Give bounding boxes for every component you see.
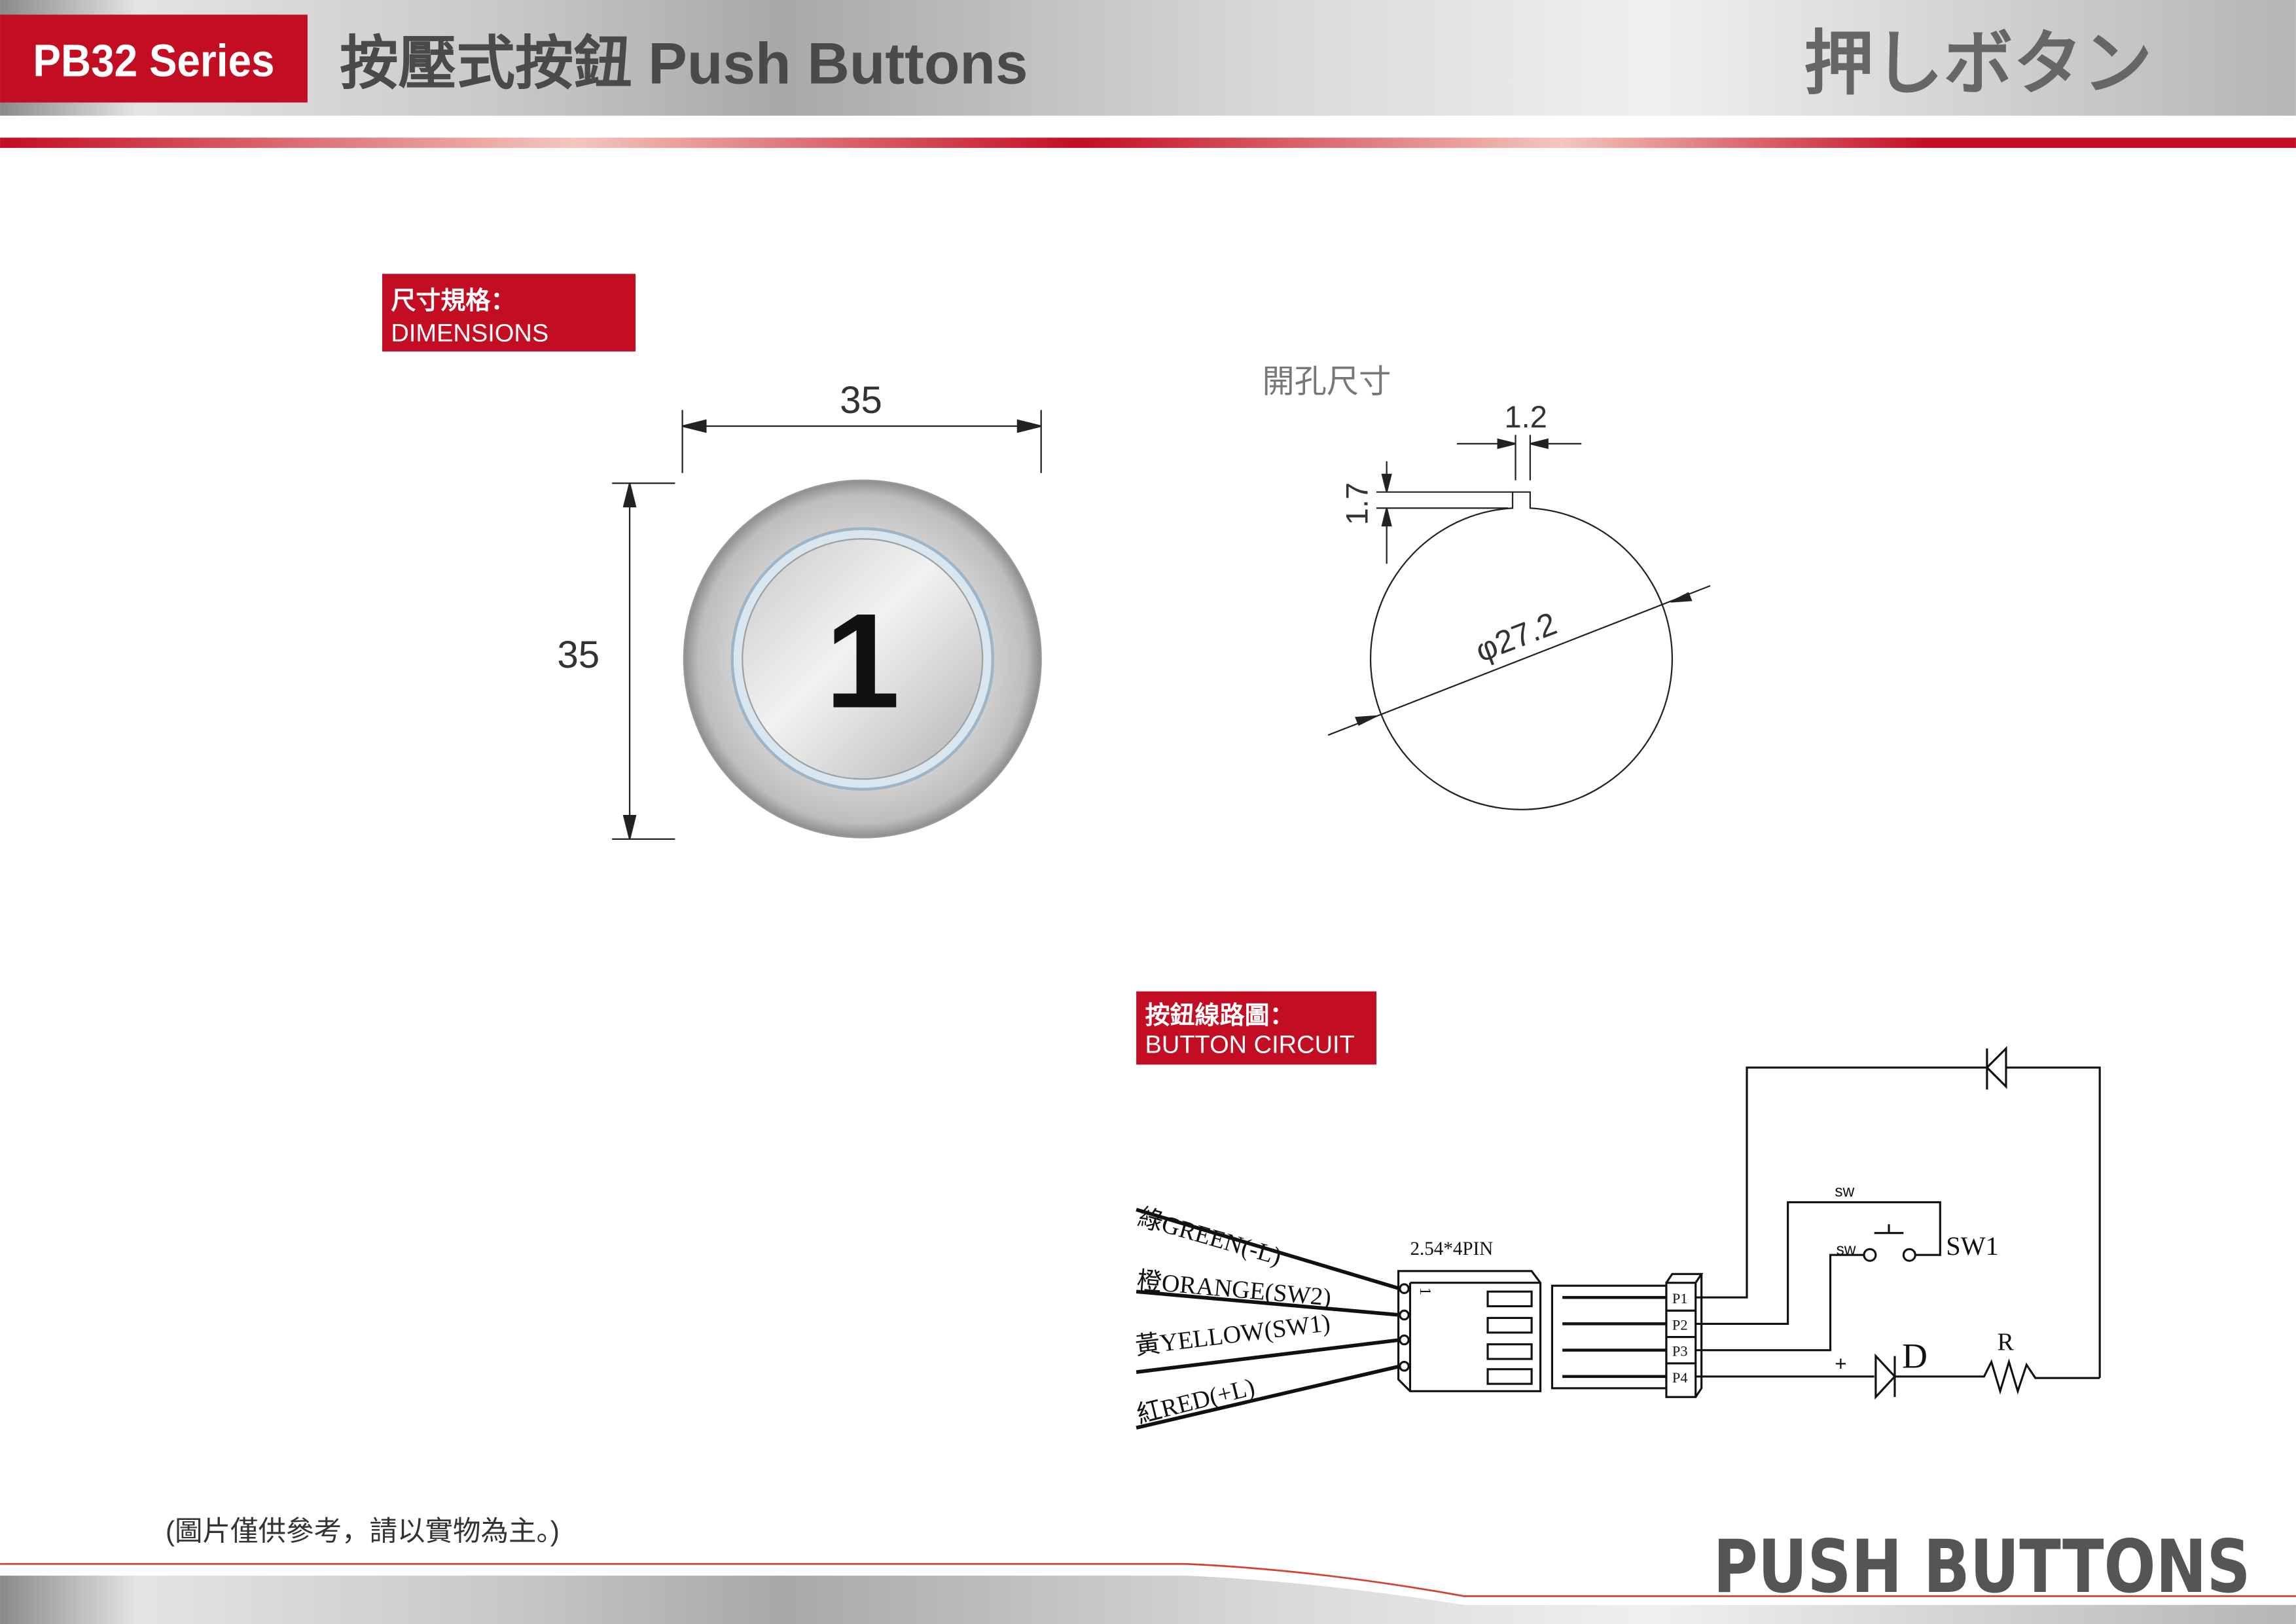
circuit-label: 按鈕線路圖： BUTTON CIRCUIT (1136, 991, 1376, 1065)
series-badge (0, 14, 308, 103)
disclaimer-note: (圖片僅供參考，請以實物為主。) (166, 1516, 560, 1547)
button-number: 1 (825, 586, 900, 736)
height-dimension: 35 (557, 634, 600, 676)
header-band: PB32 Series 按壓式按鈕 Push Buttons 押しボタン (0, 0, 2296, 116)
resistor-label: R (1998, 1329, 2015, 1356)
width-dimension: 35 (840, 379, 882, 422)
notch-width: 1.2 (1505, 399, 1547, 434)
wire-label-red: 紅RED(+L) (1134, 1373, 1258, 1429)
pin-label-p1: P1 (1672, 1290, 1688, 1307)
dimensions-label-en: DIMENSIONS (391, 319, 548, 347)
wire-label-green: 綠GREEN(-L) (1135, 1204, 1285, 1271)
diode-label: D (1902, 1336, 1928, 1375)
wire-label-orange: 橙ORANGE(SW2) (1136, 1267, 1332, 1312)
pin-label-p2: P2 (1672, 1316, 1688, 1333)
series-badge-text: PB32 Series (33, 35, 274, 86)
footer-accent-line (0, 1562, 2296, 1597)
cutout-diameter: φ27.2 (1471, 605, 1562, 669)
cutout-drawing (1327, 435, 1711, 810)
page-title: 按壓式按鈕 Push Buttons (340, 31, 1028, 96)
circuit-labels: 綠GREEN(-L) 橙ORANGE(SW2) 黃YELLOW(SW1) 紅RE… (1134, 1183, 2014, 1429)
button-drawing (612, 410, 1042, 840)
plus-label: + (1835, 1352, 1846, 1375)
dimensions-label-zh: 尺寸規格： (391, 287, 515, 315)
cutout-title: 開孔尺寸 (1262, 364, 1391, 400)
switch-label: SW1 (1946, 1231, 1999, 1261)
push-button-image: 1 (683, 479, 1042, 839)
footer-brand: PUSH BUTTONS (1713, 1525, 2251, 1610)
sw-contact-label: sw (1836, 1241, 1856, 1259)
notch-depth: 1.7 (1340, 482, 1374, 525)
circuit-label-en: BUTTON CIRCUIT (1145, 1032, 1355, 1059)
pin-label-p3: P3 (1672, 1343, 1688, 1360)
footer-band (0, 1576, 2296, 1624)
dimensions-label: 尺寸規格： DIMENSIONS (382, 274, 636, 352)
japanese-title: 押しボタン (1804, 24, 2152, 103)
pin-one-marker: 1 (1416, 1287, 1434, 1295)
pin-label-p4: P4 (1672, 1369, 1688, 1386)
circuit-label-zh: 按鈕線路圖： (1145, 1002, 1295, 1030)
header-divider (0, 137, 2296, 148)
circuit-diagram (1136, 1046, 2101, 1430)
connector-label: 2.54*4PIN (1410, 1238, 1493, 1259)
sw-top-label: sw (1835, 1183, 1854, 1200)
